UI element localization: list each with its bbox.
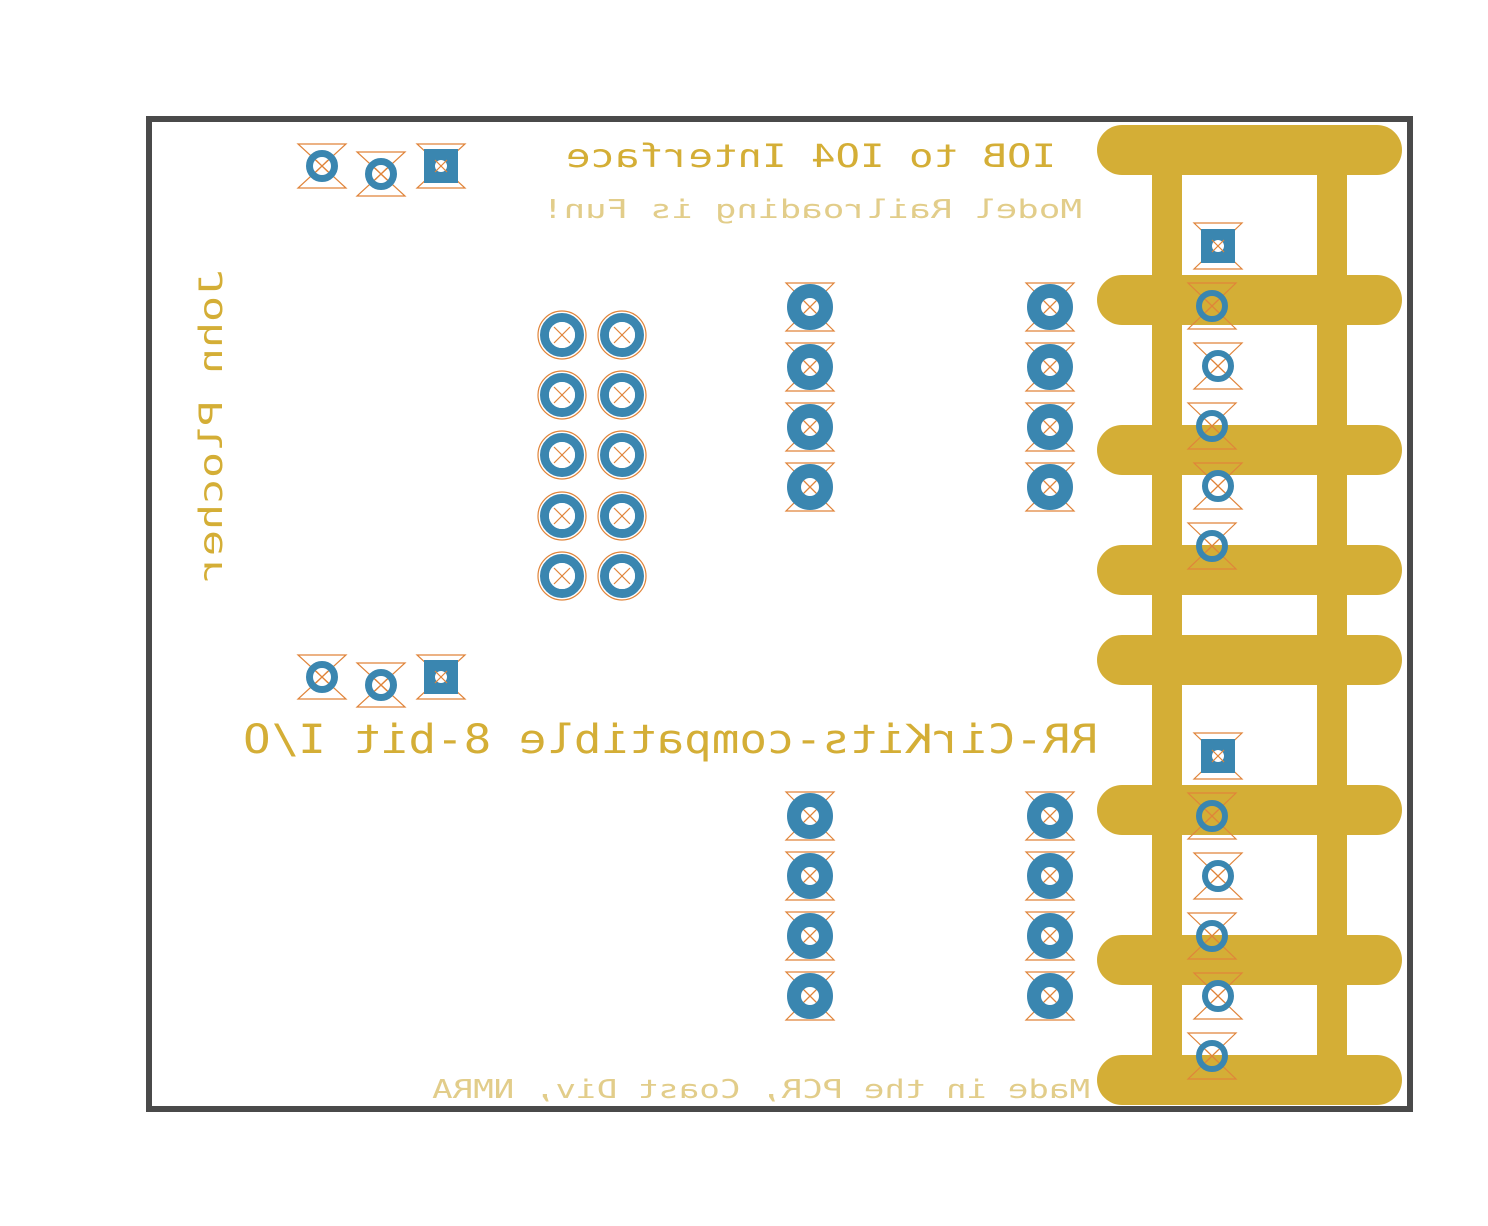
author-label: John Plocher [192, 270, 230, 582]
round-pad [597, 491, 647, 541]
round-pad [784, 462, 836, 512]
round-pad [1186, 912, 1238, 960]
round-pad [1024, 791, 1076, 841]
round-pad [537, 430, 587, 480]
round-pad [1186, 402, 1238, 450]
square-pad [415, 143, 467, 189]
round-pad [784, 342, 836, 392]
round-pad [1024, 911, 1076, 961]
board-title: IOB to IO4 Interface [566, 137, 1056, 175]
round-pad [355, 151, 407, 197]
round-pad [355, 662, 407, 708]
copper-ladder [1097, 125, 1402, 1105]
round-pad [1024, 282, 1076, 332]
round-pad [784, 402, 836, 452]
round-pad [296, 143, 348, 189]
round-pad [1024, 971, 1076, 1021]
round-pad [1024, 851, 1076, 901]
round-pad [537, 310, 587, 360]
footer-label: Made in the PCR, Coast Div, NMRA [432, 1075, 1090, 1105]
round-pad [1024, 342, 1076, 392]
round-pad [784, 971, 836, 1021]
round-pad [537, 370, 587, 420]
round-pad [784, 791, 836, 841]
board-outline [146, 116, 1413, 1112]
round-pad [597, 551, 647, 601]
round-pad [1024, 402, 1076, 452]
round-pad [1024, 462, 1076, 512]
square-pad [415, 654, 467, 700]
round-pad [296, 654, 348, 700]
round-pad [1192, 342, 1244, 390]
round-pad [784, 911, 836, 961]
square-pad [1192, 732, 1244, 780]
round-pad [597, 370, 647, 420]
round-pad [597, 310, 647, 360]
round-pad [597, 430, 647, 480]
round-pad [1186, 1032, 1238, 1080]
board-subtitle: Model Railroading is Fun! [542, 195, 1082, 225]
round-pad [1192, 852, 1244, 900]
round-pad [537, 551, 587, 601]
round-pad [784, 282, 836, 332]
pads-layer [296, 143, 1244, 1080]
round-pad [1186, 792, 1238, 840]
round-pad [537, 491, 587, 541]
round-pad [1186, 282, 1238, 330]
round-pad [1192, 462, 1244, 510]
round-pad [1192, 972, 1244, 1020]
round-pad [1186, 522, 1238, 570]
square-pad [1192, 222, 1244, 270]
product-label: RR-CirKits-compatible 8-bit I/O [243, 717, 1098, 763]
round-pad [784, 851, 836, 901]
